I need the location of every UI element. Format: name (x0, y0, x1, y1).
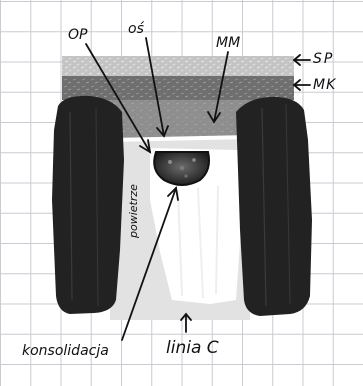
mk-label: MK (313, 78, 336, 92)
os-label: oś (128, 22, 144, 36)
mm-label: MM (216, 36, 240, 50)
op-label: OP (68, 28, 87, 42)
left-rib-shadow (52, 96, 124, 314)
sp-label: SP (313, 52, 334, 66)
powietrze-label: powietrze (128, 184, 139, 238)
right-rib-shadow (236, 97, 312, 316)
linia-c-label: linia C (166, 340, 219, 357)
konsolidacja-label: konsolidacja (22, 344, 109, 358)
